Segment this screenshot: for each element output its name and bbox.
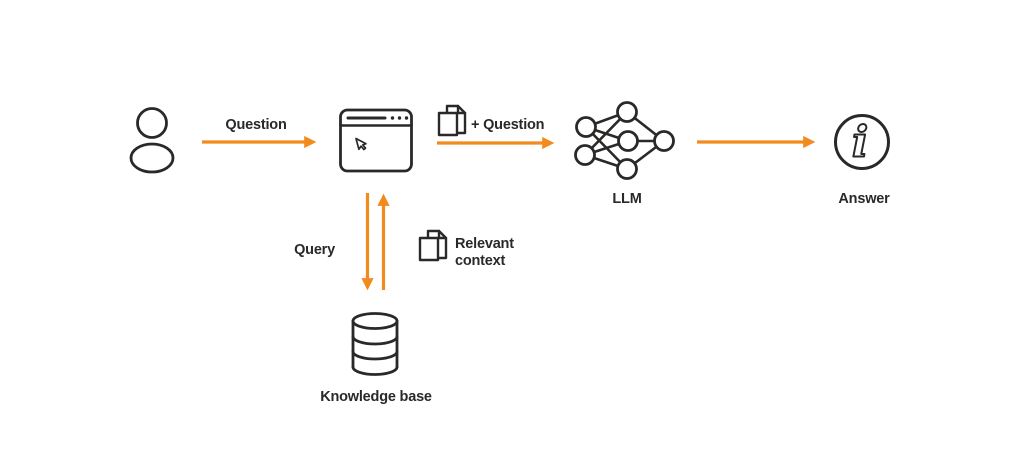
documents-icon-context	[418, 229, 448, 262]
plus-question-label: + Question	[471, 117, 544, 133]
document-front-page	[437, 111, 459, 137]
database-icon	[351, 312, 399, 376]
browser-window-icon	[339, 108, 413, 173]
knowledge-base-label: Knowledge base	[320, 389, 432, 405]
database-top	[351, 312, 399, 330]
browser-frame	[339, 108, 413, 173]
person-icon	[129, 107, 175, 174]
info-circle	[834, 114, 890, 170]
info-icon: i	[834, 114, 890, 170]
query-label: Query	[294, 242, 335, 258]
relevant-context-label-line1: Relevant	[455, 236, 514, 252]
question-label: Question	[225, 117, 286, 133]
info-glyph: i	[852, 118, 868, 168]
llm-label: LLM	[612, 191, 641, 207]
cursor-pointer-icon	[355, 137, 367, 151]
answer-label: Answer	[838, 191, 890, 207]
database-bottom	[351, 365, 399, 376]
document-front-page	[418, 236, 440, 262]
database-band-1	[351, 335, 399, 346]
neural-network-nodes	[574, 101, 675, 180]
neural-network-icon	[574, 101, 675, 180]
relevant-context-label-line2: context	[455, 253, 506, 269]
browser-menu-dots	[390, 116, 409, 120]
documents-icon-question	[437, 104, 467, 137]
person-body	[129, 142, 175, 174]
person-head	[136, 107, 168, 139]
database-band-2	[351, 350, 399, 361]
